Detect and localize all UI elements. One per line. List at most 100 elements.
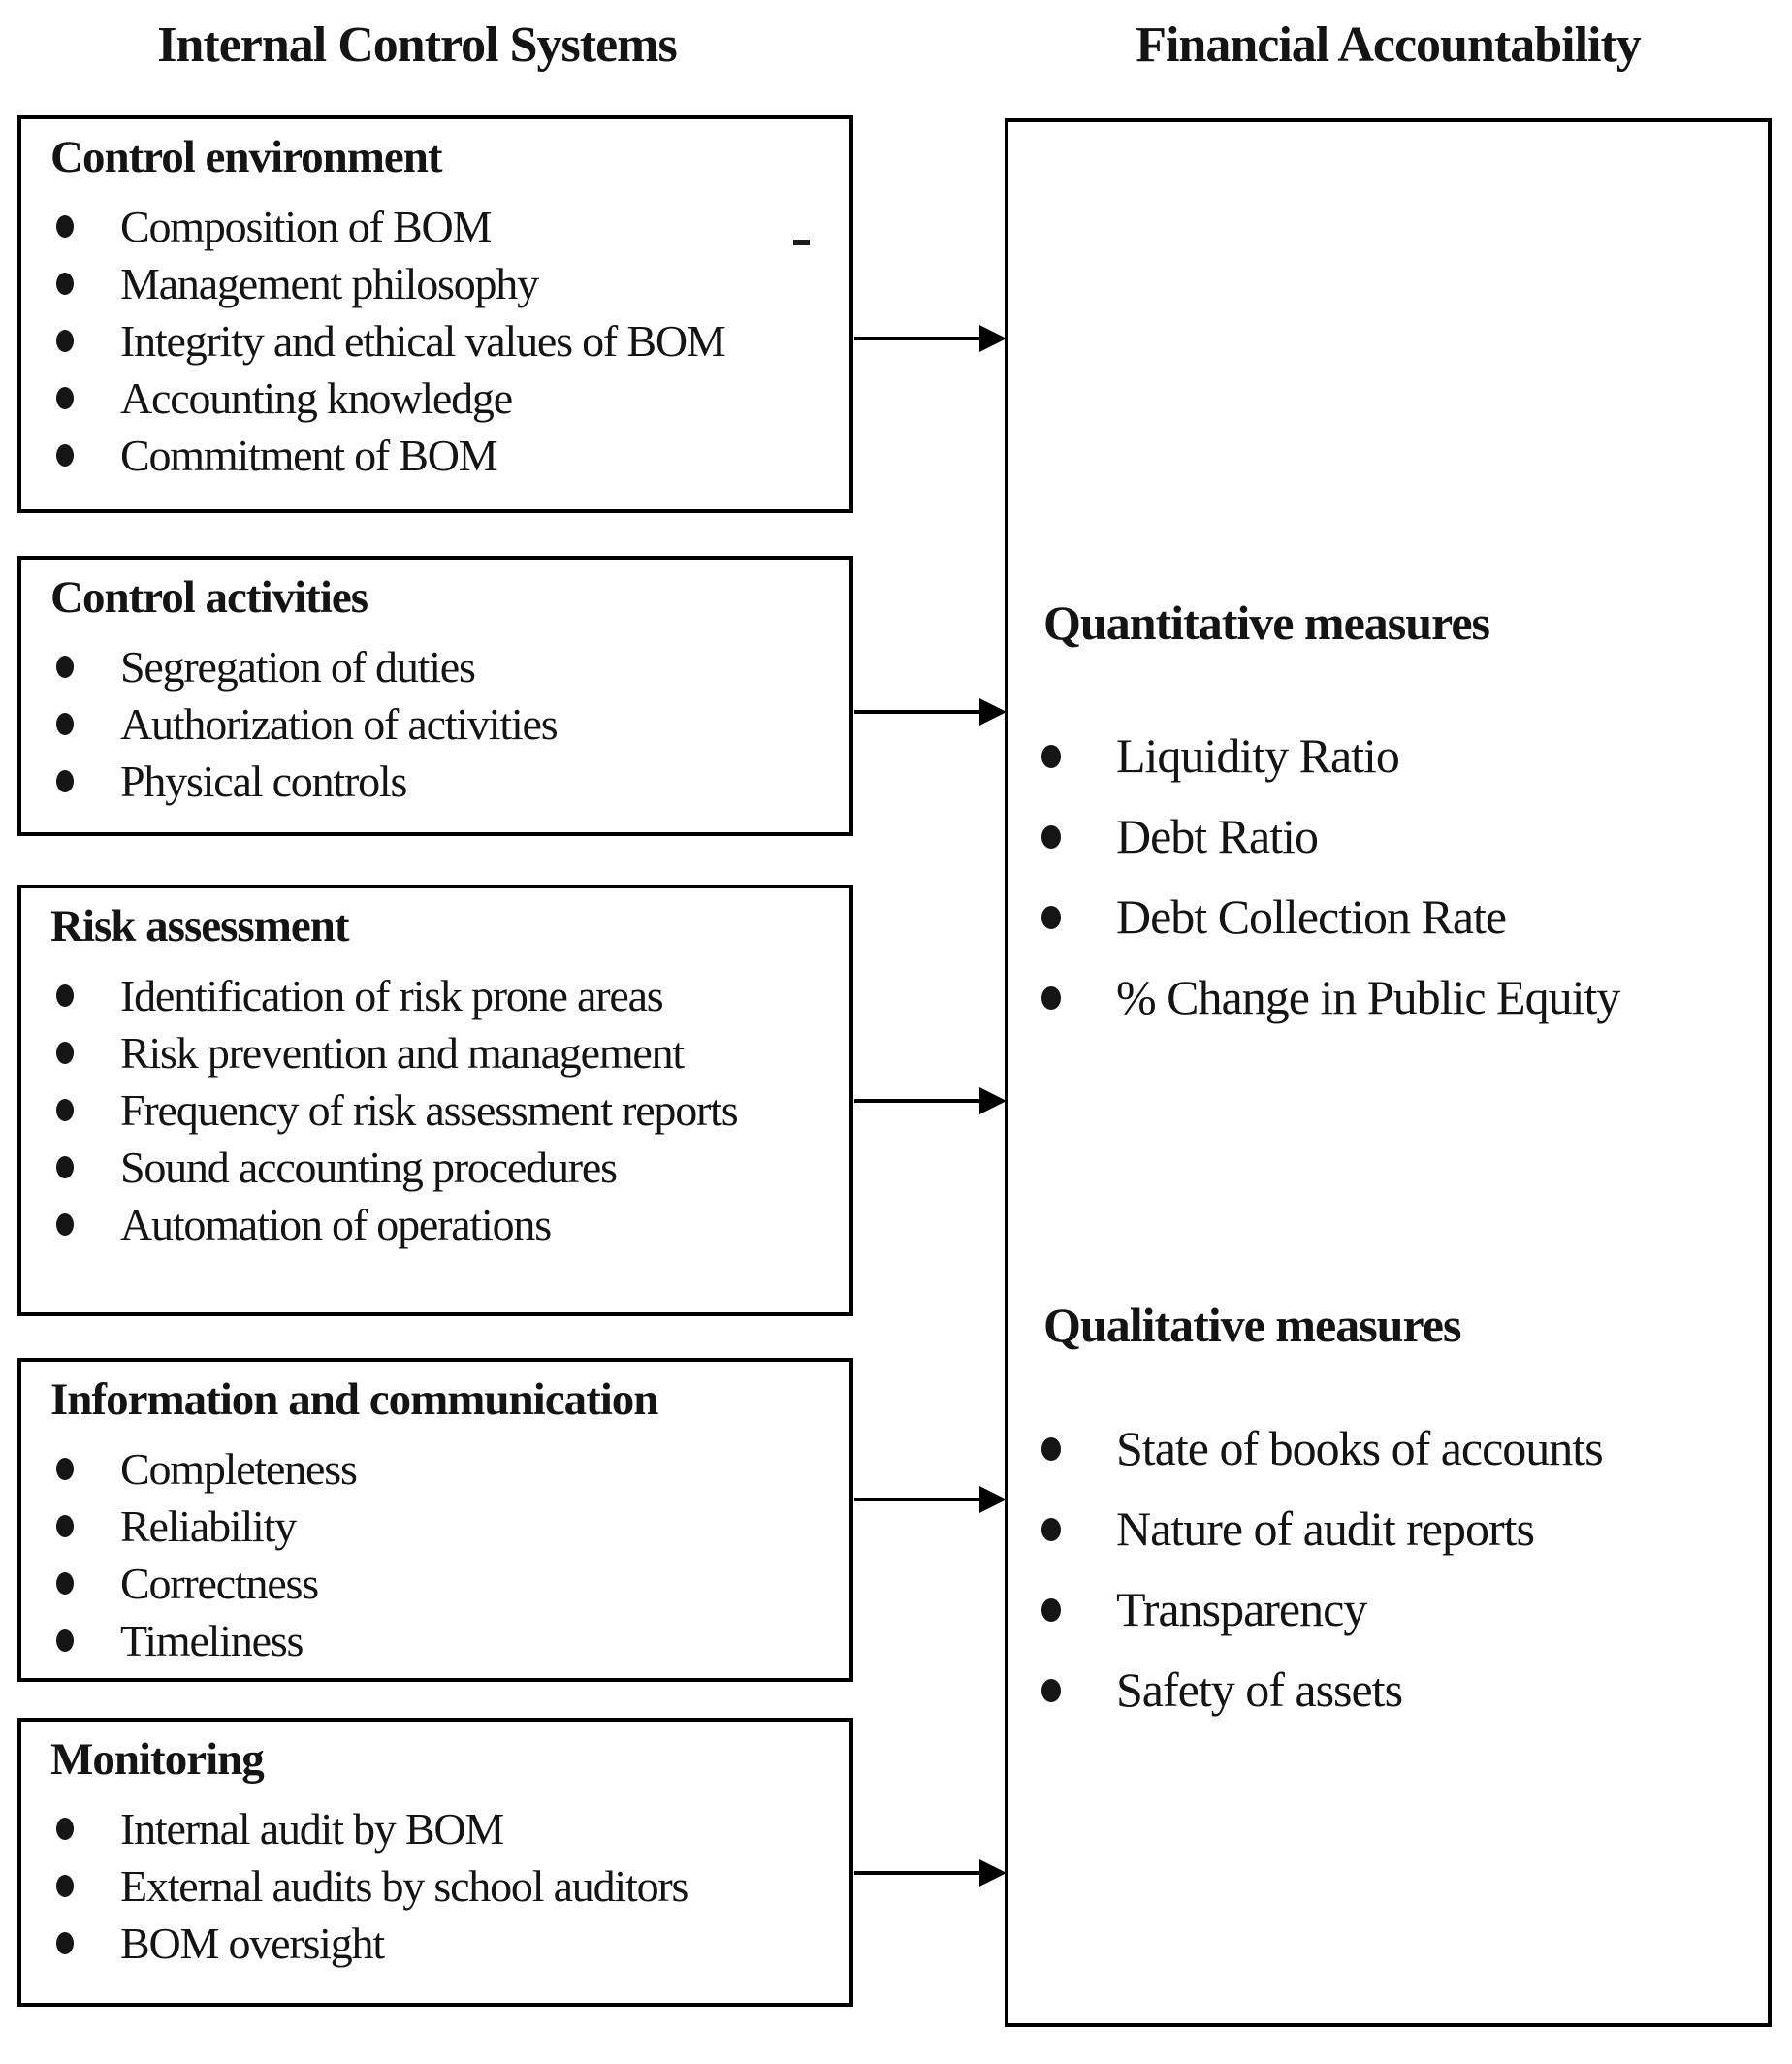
list-item-text: Automation of operations <box>120 1200 552 1249</box>
list-item: Reliability <box>50 1498 830 1555</box>
right-column-header: Financial Accountability <box>1136 17 1642 73</box>
list-item: Automation of operations <box>50 1196 830 1253</box>
arrow-right-icon <box>979 698 1007 726</box>
list-item-text: BOM oversight <box>120 1919 385 1968</box>
box-risk-assessment: Risk assessment Identification of risk p… <box>17 885 853 1316</box>
list-item: Timeliness <box>50 1612 830 1669</box>
bullet-icon <box>56 1932 74 1954</box>
list-item: Internal audit by BOM <box>50 1800 830 1857</box>
list-item: Correctness <box>50 1555 830 1612</box>
list-item-text: Commitment of BOM <box>120 431 498 480</box>
box-control-activities: Control activities Segregation of duties… <box>17 556 853 836</box>
bullet-icon <box>1041 745 1061 768</box>
bullet-icon <box>56 444 74 467</box>
bullet-icon <box>1041 1437 1061 1461</box>
box-title: Risk assessment <box>50 901 350 951</box>
bullet-icon <box>56 1099 74 1121</box>
box-title: Monitoring <box>50 1734 265 1785</box>
bullet-icon <box>1041 1518 1061 1541</box>
arrow-shaft <box>854 1498 980 1501</box>
list-item: % Change in Public Equity <box>1008 957 1758 1038</box>
arrow-shaft <box>854 1099 980 1103</box>
bullet-icon <box>56 984 74 1007</box>
list-item: Transparency <box>1008 1569 1758 1650</box>
section-title-quantitative: Quantitative measures <box>1043 596 1490 650</box>
bullet-icon <box>1041 825 1061 849</box>
arrow-right-icon <box>979 1859 1007 1887</box>
bullet-icon <box>56 1042 74 1064</box>
list-item: Liquidity Ratio <box>1008 716 1758 796</box>
box-control-environment: Control environment Composition of BOM M… <box>17 115 853 513</box>
left-column-header: Internal Control Systems <box>157 17 677 73</box>
bullet-icon <box>56 273 74 295</box>
list-item-text: Authorization of activities <box>120 699 559 749</box>
bullet-list: Internal audit by BOM External audits by… <box>50 1800 830 1972</box>
list-item-text: Management philosophy <box>120 259 539 308</box>
list-item-text: Nature of audit reports <box>1116 1501 1535 1556</box>
list-item: Sound accounting procedures <box>50 1139 830 1196</box>
list-item-text: Timeliness <box>120 1616 304 1665</box>
arrow-right-icon <box>979 325 1007 352</box>
bullet-icon <box>1041 1598 1061 1622</box>
list-item-text: % Change in Public Equity <box>1116 970 1620 1024</box>
list-item-text: Reliability <box>120 1501 297 1551</box>
list-item: Debt Ratio <box>1008 796 1758 877</box>
box-information-communication: Information and communication Completene… <box>17 1358 853 1682</box>
list-item: Nature of audit reports <box>1008 1489 1758 1569</box>
bullet-list: Segregation of duties Authorization of a… <box>50 638 830 810</box>
list-item-text: Risk prevention and management <box>120 1028 685 1078</box>
bullet-icon <box>56 1572 74 1595</box>
list-item-text: Identification of risk prone areas <box>120 971 664 1020</box>
bullet-icon <box>56 770 74 792</box>
list-item-text: Physical controls <box>120 757 407 806</box>
list-item-text: Integrity and ethical values of BOM <box>120 316 726 366</box>
list-item-text: Transparency <box>1116 1582 1367 1636</box>
bullet-icon <box>56 1213 74 1236</box>
bullet-icon <box>56 713 74 735</box>
bullet-list: Liquidity Ratio Debt Ratio Debt Collecti… <box>1008 716 1758 1038</box>
list-item: Commitment of BOM <box>50 427 830 484</box>
section-title-qualitative: Qualitative measures <box>1043 1298 1461 1352</box>
bullet-icon <box>1041 1679 1061 1702</box>
arrow-shaft <box>854 337 980 340</box>
arrow-information-communication <box>854 1486 1007 1513</box>
bullet-icon <box>56 1818 74 1840</box>
list-item: BOM oversight <box>50 1915 830 1972</box>
list-item: Physical controls <box>50 753 830 810</box>
bullet-icon <box>56 387 74 409</box>
list-item-text: Safety of assets <box>1116 1662 1403 1717</box>
bullet-icon <box>56 330 74 352</box>
list-item-text: State of books of accounts <box>1116 1421 1604 1475</box>
bullet-list: Composition of BOM Management philosophy… <box>50 198 830 484</box>
bullet-icon <box>56 1458 74 1480</box>
stray-dash-mark <box>793 240 810 245</box>
list-item: Debt Collection Rate <box>1008 877 1758 957</box>
list-item-text: Frequency of risk assessment reports <box>120 1085 739 1135</box>
bullet-icon <box>56 1156 74 1178</box>
list-item-text: External audits by school auditors <box>120 1861 688 1911</box>
list-item-text: Sound accounting procedures <box>120 1143 618 1192</box>
bullet-icon <box>56 1875 74 1897</box>
list-item: Frequency of risk assessment reports <box>50 1081 830 1139</box>
bullet-list: Identification of risk prone areas Risk … <box>50 967 830 1253</box>
bullet-icon <box>1041 986 1061 1010</box>
bullet-icon <box>56 1629 74 1652</box>
bullet-icon <box>56 215 74 238</box>
list-item-text: Completeness <box>120 1444 358 1494</box>
list-item: Identification of risk prone areas <box>50 967 830 1024</box>
bullet-icon <box>56 656 74 678</box>
arrow-shaft <box>854 710 980 714</box>
box-financial-accountability: Quantitative measures Liquidity Ratio De… <box>1005 118 1772 2027</box>
list-item: External audits by school auditors <box>50 1857 830 1915</box>
list-item-text: Composition of BOM <box>120 202 492 251</box>
bullet-list: State of books of accounts Nature of aud… <box>1008 1408 1758 1730</box>
bullet-list: Completeness Reliability Correctness Tim… <box>50 1440 830 1669</box>
list-item: Accounting knowledge <box>50 370 830 427</box>
list-item-text: Internal audit by BOM <box>120 1804 504 1854</box>
arrow-risk-assessment <box>854 1087 1007 1114</box>
box-title: Information and communication <box>50 1374 658 1425</box>
box-title: Control activities <box>50 572 368 623</box>
box-title: Control environment <box>50 132 443 182</box>
arrow-right-icon <box>979 1486 1007 1513</box>
